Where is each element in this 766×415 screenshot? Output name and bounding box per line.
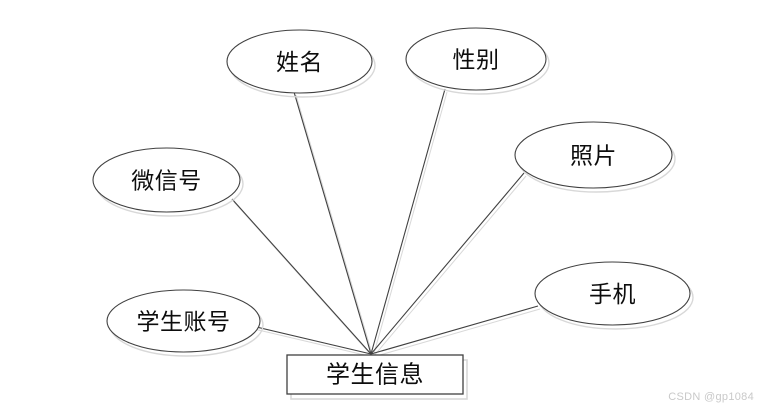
entity-node-student-info[interactable]: 学生信息 <box>286 354 468 400</box>
attribute-ellipse-account[interactable] <box>106 289 261 353</box>
attribute-node-wechat[interactable]: 微信号 <box>92 147 244 217</box>
attribute-node-name[interactable]: 姓名 <box>226 29 376 98</box>
attribute-ellipse-mobile[interactable] <box>534 261 691 326</box>
attribute-node-photo[interactable]: 照片 <box>514 121 676 193</box>
attribute-node-gender[interactable]: 性别 <box>405 27 550 95</box>
connector-line-mobile <box>370 305 539 355</box>
connector-shadow-photo <box>372 175 527 358</box>
attribute-label-account: 学生账号 <box>137 310 231 335</box>
entity-node-group: 学生信息 <box>286 354 468 400</box>
connector-shadow-account <box>253 328 374 358</box>
connector-line-gender <box>370 88 446 355</box>
connector-line-photo <box>370 172 525 355</box>
attribute-node-account[interactable]: 学生账号 <box>106 289 264 357</box>
connector-lines-group <box>231 88 541 358</box>
attribute-ellipse-photo[interactable] <box>514 121 673 189</box>
connector-shadow-gender <box>372 91 448 358</box>
attribute-label-wechat: 微信号 <box>131 169 202 194</box>
attribute-label-name: 姓名 <box>276 50 323 75</box>
attribute-label-gender: 性别 <box>453 48 500 73</box>
attribute-ellipse-name[interactable] <box>226 29 373 94</box>
connector-shadow-mobile <box>372 308 541 358</box>
attribute-ellipse-gender[interactable] <box>405 27 547 91</box>
connector-line-name <box>293 91 372 355</box>
attribute-node-mobile[interactable]: 手机 <box>534 261 694 330</box>
attribute-label-photo: 照片 <box>570 144 617 169</box>
connector-line-wechat <box>231 198 372 355</box>
attribute-ellipse-wechat[interactable] <box>92 147 241 213</box>
connector-shadow-name <box>295 94 374 358</box>
connector-line-account <box>251 325 372 355</box>
entity-rect[interactable] <box>286 354 464 395</box>
csdn-watermark: CSDN @gp1084 <box>668 391 754 403</box>
attribute-label-mobile: 手机 <box>589 282 636 307</box>
entity-label: 学生信息 <box>326 362 424 389</box>
